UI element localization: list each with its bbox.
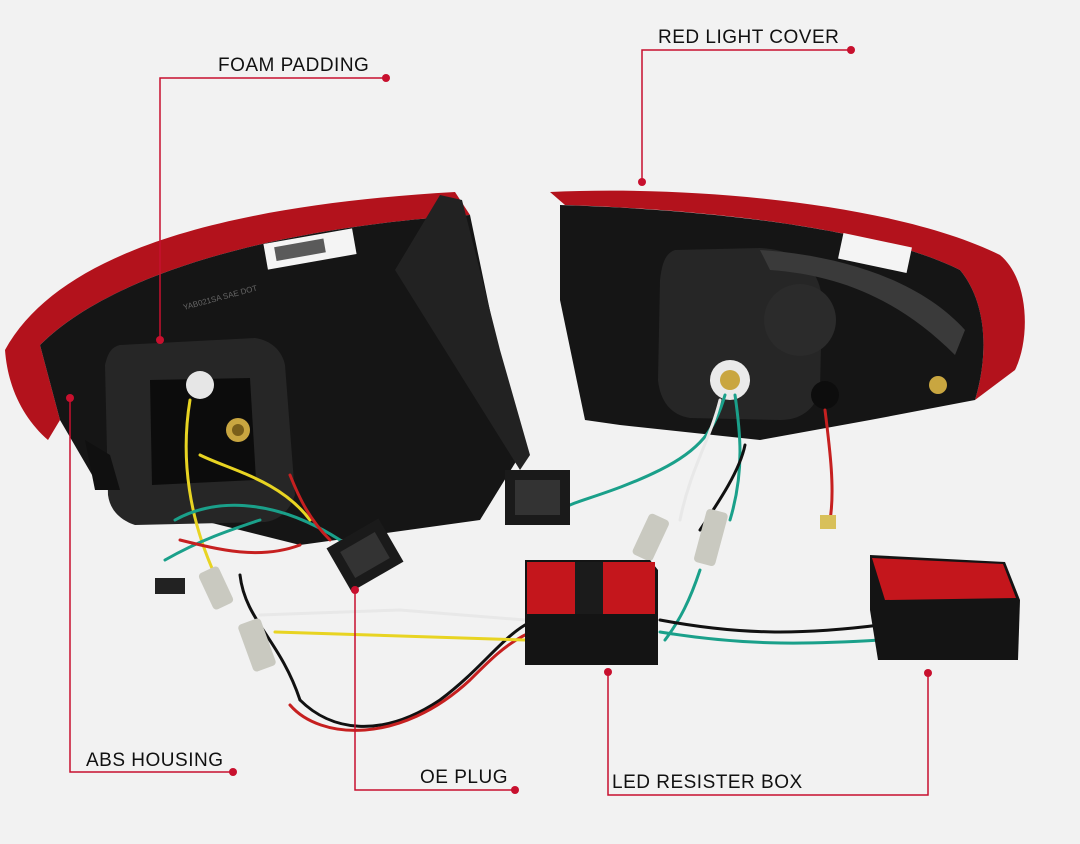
right-label-sticker xyxy=(838,233,912,273)
right-bulb-socket xyxy=(764,284,836,356)
left-tail-light: YAB021SA SAE DOT xyxy=(5,192,530,545)
wiring-harness xyxy=(163,393,882,732)
callout-red-light-cover: RED LIGHT COVER xyxy=(658,27,840,48)
left-red-lens xyxy=(5,192,470,440)
callout-foam-padding: FOAM PADDING xyxy=(218,55,370,76)
right-tail-light xyxy=(550,190,1025,440)
led-resister-box-left xyxy=(525,560,658,665)
connectors xyxy=(155,470,836,672)
callout-oe-plug: OE PLUG xyxy=(420,767,508,788)
leader-dots xyxy=(66,46,932,794)
callout-led-resister-box: LED RESISTER BOX xyxy=(612,772,803,793)
left-mount-flange xyxy=(395,195,530,470)
right-red-lens xyxy=(550,190,1025,400)
led-resister-box-right xyxy=(870,555,1020,660)
callout-abs-housing: ABS HOUSING xyxy=(86,750,224,771)
leader-lines xyxy=(69,49,929,796)
